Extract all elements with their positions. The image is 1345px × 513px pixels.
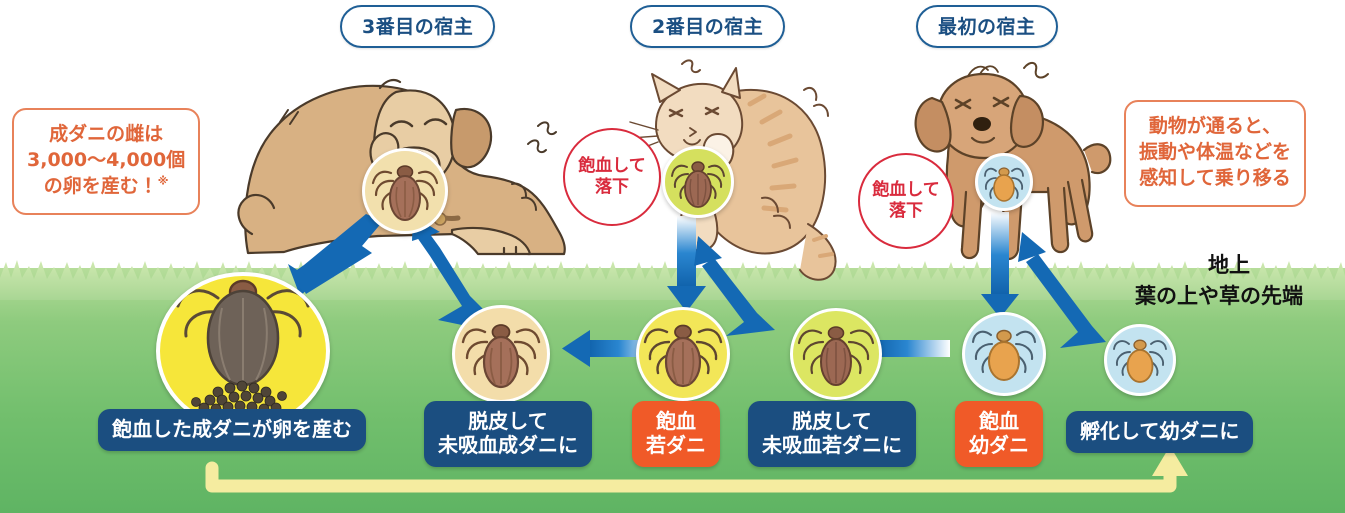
stage-label-hatch: 孵化して幼ダニに: [1066, 411, 1254, 453]
stage-label-fed-larva: 飽血 幼ダニ: [955, 401, 1043, 467]
ground-label-line1: 地上: [1208, 253, 1250, 277]
stage-label-eggs: 飽血した成ダニが卵を産む: [98, 409, 366, 451]
red-note-1-line2: 落下: [595, 177, 629, 197]
stage-label-fed-larva-line2: 幼ダニ: [969, 433, 1029, 457]
badge-engorged-larva-on-small-dog: [975, 153, 1033, 211]
red-note-1-line1: 飽血して: [578, 155, 646, 176]
host-pill-first: 最初の宿主: [916, 5, 1058, 48]
stage-label-molt-adult: 脱皮して 未吸血成ダニに: [424, 401, 592, 467]
arrow-smalldog-drop: [981, 212, 1019, 318]
callout-right-line2: 振動や体温などを: [1139, 141, 1292, 164]
callout-left-line3: の卵を産む！: [43, 175, 158, 198]
arrow-to-cat: [694, 236, 775, 336]
callout-left-line1: 成ダニの雌は: [49, 123, 164, 145]
badge-unfed-adult-tick: [452, 305, 550, 403]
stage-label-molt-adult-line1: 脱皮して: [468, 409, 548, 433]
stage-label-hatch-line1: 孵化して幼ダニに: [1080, 419, 1240, 443]
callout-left-line2: 3,000〜4,000個: [27, 149, 186, 172]
arrow-cat-drop: [667, 216, 706, 312]
callout-transfer-mechanism: 動物が通ると、 振動や体温などを 感知して乗り移る: [1124, 100, 1307, 207]
stage-label-fed-nymph-line2: 若ダニ: [646, 433, 706, 457]
stage-label-molt-nymph: 脱皮して 未吸血若ダニに: [748, 401, 916, 467]
arrow-dog-drop: [288, 214, 383, 296]
red-note-2-line1: 飽血して: [872, 179, 940, 200]
callout-right-line1: 動物が通ると、: [1148, 115, 1282, 137]
badge-unfed-larva-tick: [1104, 324, 1176, 396]
badge-engorged-larva-tick: [962, 312, 1046, 396]
stage-label-molt-adult-line2: 未吸血成ダニに: [438, 433, 578, 457]
badge-engorged-nymph-on-cat: [662, 146, 734, 218]
badge-unfed-nymph-tick: [790, 308, 882, 400]
ground-label-line2: 葉の上や草の先端: [1135, 284, 1303, 308]
callout-left-footnote-mark: ※: [157, 175, 169, 189]
cycle-return-arrow-icon: [205, 446, 1188, 493]
stage-label-molt-nymph-line2: 未吸血若ダニに: [762, 433, 902, 457]
callout-right-line3: 感知して乗り移る: [1139, 167, 1291, 190]
host-pill-second: 2番目の宿主: [630, 5, 786, 48]
red-note-drop-off-dog: 飽血して 落下: [858, 153, 954, 249]
callout-left-line3-wrap: の卵を産む！※: [27, 173, 185, 199]
stage-label-molt-nymph-line1: 脱皮して: [792, 409, 872, 433]
host-pill-third: 3番目の宿主: [340, 5, 496, 48]
red-note-drop-off-cat: 飽血して 落下: [563, 128, 661, 226]
stage-label-fed-larva-line1: 飽血: [979, 409, 1019, 433]
stage-label-fed-nymph: 飽血 若ダニ: [632, 401, 720, 467]
arrow-to-smalldog: [1018, 232, 1106, 348]
callout-egg-count: 成ダニの雌は 3,000〜4,000個 の卵を産む！※: [12, 108, 201, 215]
red-note-2-line2: 落下: [889, 201, 923, 221]
stage-label-eggs-line1: 飽血した成ダニが卵を産む: [112, 417, 352, 441]
stage-label-fed-nymph-line1: 飽血: [656, 409, 696, 433]
badge-engorged-nymph-tick: [636, 307, 730, 401]
badge-engorged-adult-on-dog: [362, 148, 448, 234]
badge-engorged-adult-laying-eggs: [156, 272, 330, 430]
